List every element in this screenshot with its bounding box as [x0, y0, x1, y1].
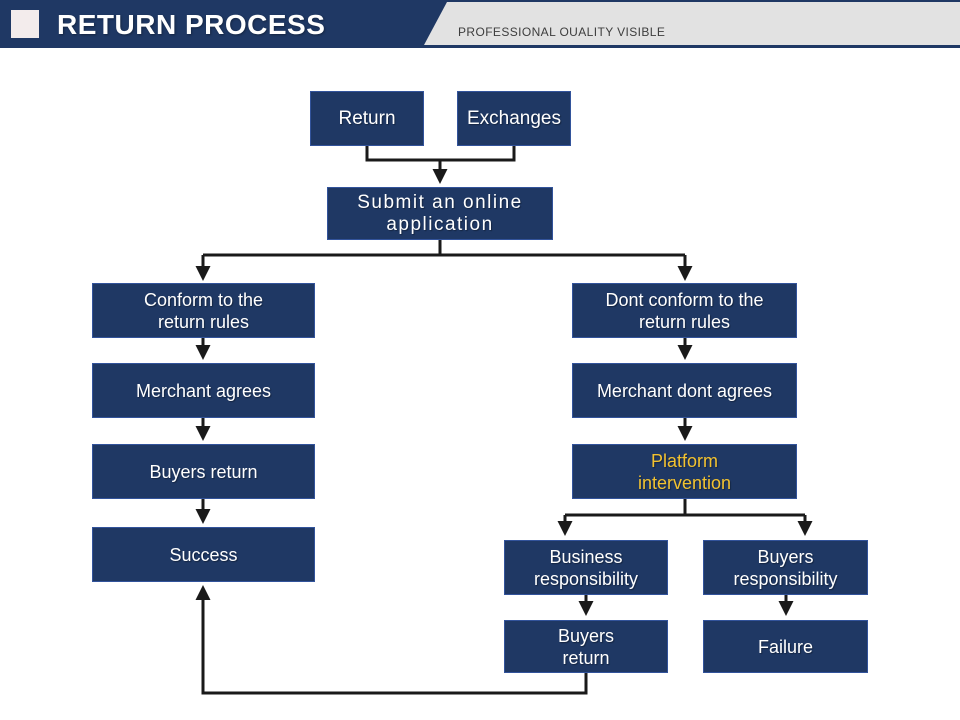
node-buyers-return-bottom: Buyers return — [504, 620, 668, 673]
tagline-ribbon: PROFESSIONAL OUALITY VISIBLE — [424, 2, 960, 45]
node-label: Success — [169, 544, 238, 565]
node-dont-conform-rules: Dont conform to the return rules — [572, 283, 797, 338]
node-platform-intervention: Platform intervention — [572, 444, 797, 499]
node-buyers-responsibility: Buyers responsibility — [703, 540, 868, 595]
node-buyers-return-left: Buyers return — [92, 444, 315, 499]
node-business-responsibility: Business responsibility — [504, 540, 668, 595]
node-label: Buyers return — [149, 461, 258, 482]
node-label: Business responsibility — [533, 546, 639, 589]
node-label: Merchant dont agrees — [596, 380, 773, 401]
node-label: Submit an online application — [357, 191, 523, 235]
node-label: Failure — [757, 636, 814, 657]
page-title: RETURN PROCESS — [57, 9, 326, 40]
node-label: Dont conform to the return rules — [605, 289, 764, 332]
node-label: Conform to the return rules — [143, 289, 264, 332]
node-submit-application: Submit an online application — [327, 187, 553, 240]
node-return: Return — [310, 91, 424, 146]
accent-square-icon — [11, 10, 39, 38]
node-label: Return — [338, 107, 396, 129]
node-success: Success — [92, 527, 315, 582]
node-failure: Failure — [703, 620, 868, 673]
tagline-text: PROFESSIONAL OUALITY VISIBLE — [458, 25, 666, 39]
node-label: Buyers return — [557, 625, 615, 668]
node-merchant-agrees: Merchant agrees — [92, 363, 315, 418]
node-exchanges: Exchanges — [457, 91, 571, 146]
node-merchant-dont-agrees: Merchant dont agrees — [572, 363, 797, 418]
node-label: Merchant agrees — [135, 380, 272, 401]
node-conform-rules: Conform to the return rules — [92, 283, 315, 338]
node-label: Platform intervention — [637, 450, 732, 493]
node-label: Exchanges — [466, 107, 561, 129]
slide-header: RETURN PROCESS PROFESSIONAL OUALITY VISI… — [0, 0, 960, 48]
node-label: Buyers responsibility — [733, 546, 838, 589]
